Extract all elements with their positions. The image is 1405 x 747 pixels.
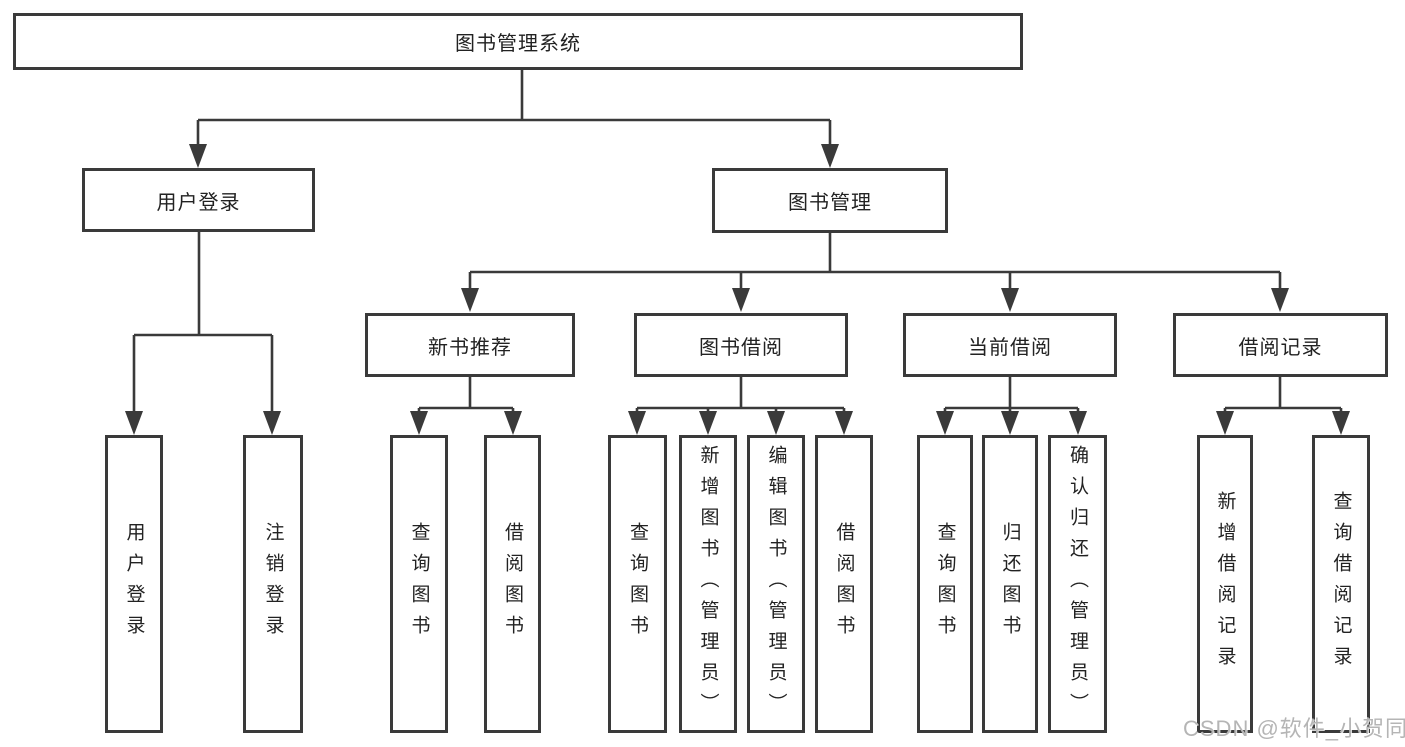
arrowhead-icon	[821, 144, 839, 168]
connector-newbooks-to-leaves	[417, 377, 515, 416]
node-leaf-add-books-admin: 新增图书（管理员）	[679, 435, 737, 733]
node-user-login: 用户登录	[82, 168, 315, 232]
arrowhead-group	[125, 144, 1350, 435]
arrowhead-icon	[504, 411, 522, 435]
node-leaf-user-login: 用户登录	[105, 435, 163, 733]
arrowhead-icon	[1332, 411, 1350, 435]
node-label: 注销登录	[262, 522, 284, 646]
node-label: 新增图书（管理员）	[697, 444, 719, 724]
arrowhead-icon	[732, 288, 750, 312]
node-label: 用户登录	[123, 522, 145, 646]
arrowhead-icon	[1271, 288, 1289, 312]
connector-currentborrow-to-leaves	[943, 377, 1080, 416]
node-leaf-query-books-2: 查询图书	[608, 435, 667, 733]
arrowhead-icon	[699, 411, 717, 435]
node-label: 新增借阅记录	[1214, 491, 1236, 677]
node-book-borrowing: 图书借阅	[634, 313, 848, 377]
node-label: 归还图书	[999, 522, 1021, 646]
node-leaf-confirm-return-admin: 确认归还（管理员）	[1048, 435, 1107, 733]
node-label: 查询借阅记录	[1330, 491, 1352, 677]
node-leaf-query-borrow-record: 查询借阅记录	[1312, 435, 1370, 733]
arrowhead-icon	[410, 411, 428, 435]
node-leaf-edit-books-admin: 编辑图书（管理员）	[747, 435, 805, 733]
arrowhead-icon	[767, 411, 785, 435]
arrowhead-icon	[628, 411, 646, 435]
arrowhead-icon	[125, 411, 143, 435]
arrowhead-icon	[189, 144, 207, 168]
connector-records-to-leaves	[1223, 377, 1343, 416]
connector-userlogin-to-leaves	[132, 232, 274, 416]
node-book-management: 图书管理	[712, 168, 948, 233]
node-new-book-recommend: 新书推荐	[365, 313, 575, 377]
node-label: 查询图书	[408, 522, 430, 646]
csdn-watermark: CSDN @软件_小贺同学	[1183, 716, 1405, 741]
arrowhead-icon	[835, 411, 853, 435]
node-label: 查询图书	[627, 522, 648, 646]
arrowhead-icon	[461, 288, 479, 312]
arrowhead-icon	[1069, 411, 1087, 435]
arrowhead-icon	[1001, 288, 1019, 312]
node-label: 借阅图书	[502, 522, 523, 646]
node-leaf-return-books: 归还图书	[982, 435, 1038, 733]
node-leaf-add-borrow-record: 新增借阅记录	[1197, 435, 1253, 733]
arrowhead-icon	[263, 411, 281, 435]
node-leaf-query-books: 查询图书	[390, 435, 448, 733]
node-borrowing-records: 借阅记录	[1173, 313, 1388, 377]
node-library-management-system: 图书管理系统	[13, 13, 1023, 70]
arrowhead-icon	[1216, 411, 1234, 435]
node-label: 借阅图书	[833, 522, 855, 646]
node-leaf-query-books-3: 查询图书	[917, 435, 973, 733]
node-label: 确认归还（管理员）	[1067, 444, 1088, 724]
node-leaf-borrow-books: 借阅图书	[484, 435, 541, 733]
node-leaf-logout: 注销登录	[243, 435, 303, 733]
arrowhead-icon	[1001, 411, 1019, 435]
arrowhead-icon	[936, 411, 954, 435]
connector-bookmgmt-to-level3	[468, 233, 1282, 293]
connector-root-to-level2	[196, 70, 832, 150]
node-label: 查询图书	[934, 522, 956, 646]
node-label: 编辑图书（管理员）	[765, 444, 787, 724]
node-current-borrowing: 当前借阅	[903, 313, 1117, 377]
node-leaf-borrow-books-2: 借阅图书	[815, 435, 873, 733]
connector-bookborrow-to-leaves	[635, 377, 846, 416]
